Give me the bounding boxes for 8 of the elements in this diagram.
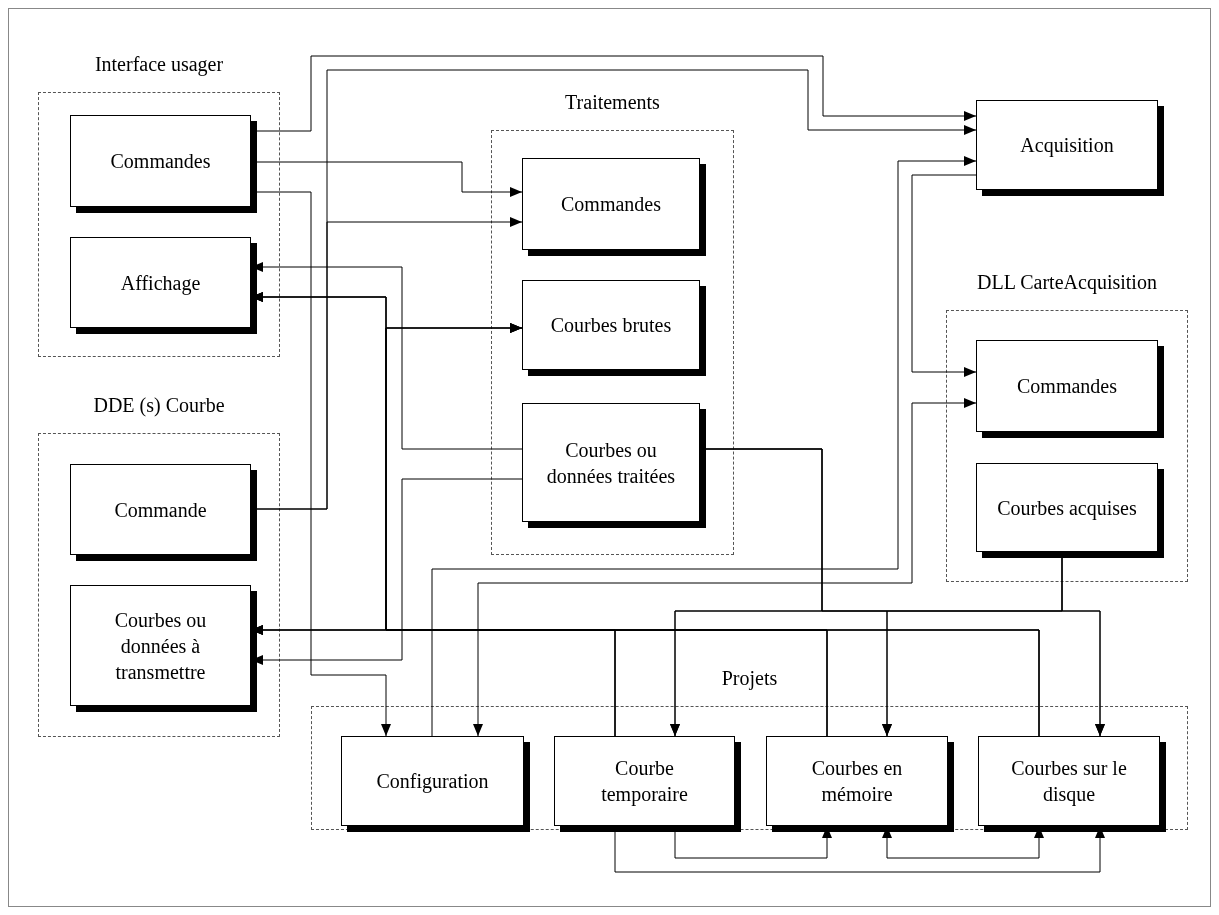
arrow	[431, 156, 977, 737]
group-title: Traitements	[565, 90, 660, 114]
arrow	[473, 398, 977, 737]
group-title: DLL CarteAcquisition	[977, 270, 1157, 294]
group-title: Projets	[721, 666, 778, 690]
group-title: DDE (s) Courbe	[93, 393, 225, 417]
arrow	[911, 174, 977, 377]
group-title: Interface usager	[94, 52, 224, 76]
